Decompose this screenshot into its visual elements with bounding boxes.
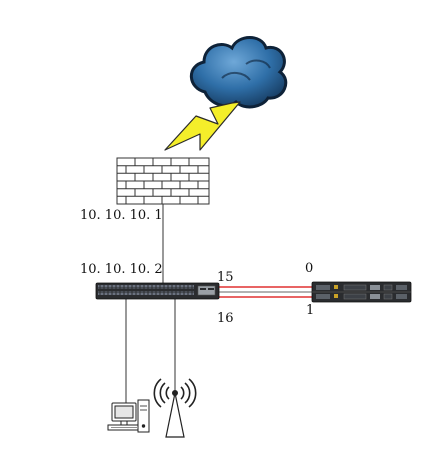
switch-ip-label: 10. 10. 10. 2 — [80, 262, 163, 277]
firewall-ip-label: 10. 10. 10. 1 — [80, 208, 163, 223]
server-port-bottom-label: 1 — [306, 303, 315, 318]
firewall-icon — [116, 157, 210, 205]
cloud-icon — [189, 36, 288, 109]
server-icon — [311, 281, 412, 303]
switch-icon — [95, 282, 220, 300]
workstation-icon — [107, 399, 150, 433]
lightning-icon — [164, 101, 241, 151]
wireless-ap-icon — [153, 378, 197, 438]
server-port-top-label: 0 — [305, 261, 314, 276]
switch-port-top-label: 15 — [217, 270, 234, 285]
switch-port-bottom-label: 16 — [217, 311, 234, 326]
